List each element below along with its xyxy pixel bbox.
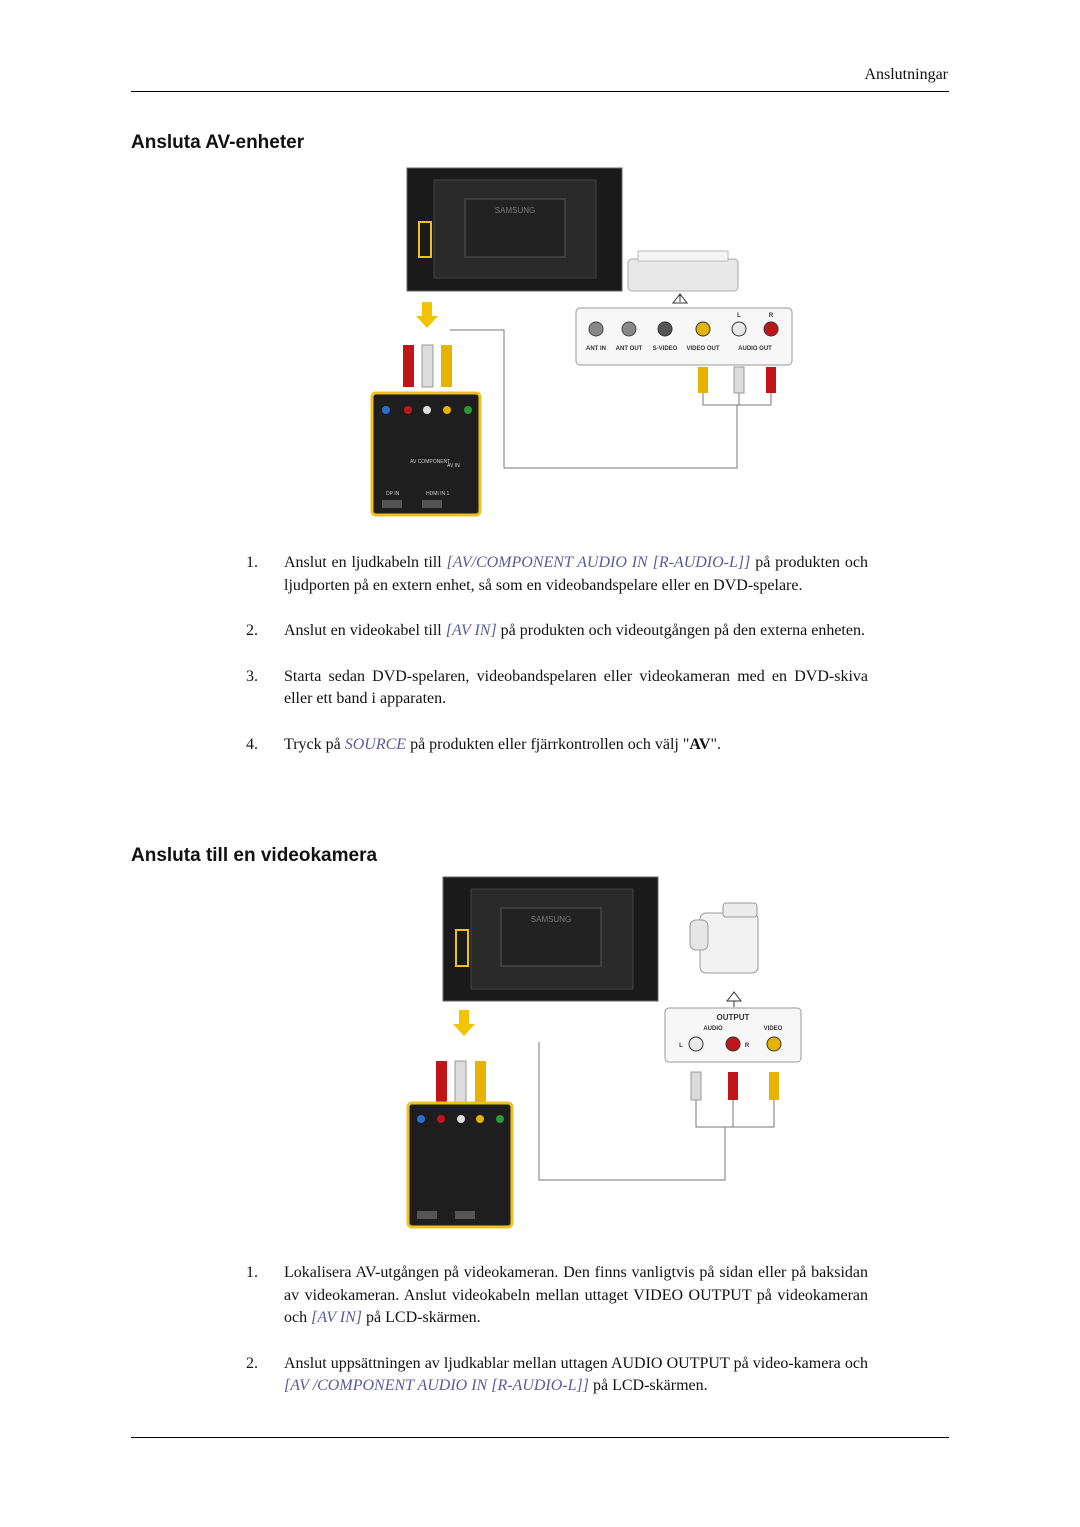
step-av-4: 4.Tryck på SOURCE på produkten eller fjä… (246, 735, 721, 753)
figure-av-connection: SAMSUNG ANT IN ANT OUT S-VIDEO VIDEO OUT… (370, 165, 800, 525)
step-av-1: 1.Anslut en ljudkabeln till [AV/COMPONEN… (246, 554, 869, 594)
step-av-3: 3.Starta sedan DVD-spelaren, videobandsp… (246, 667, 868, 708)
svg-text:S-VIDEO: S-VIDEO (653, 346, 678, 352)
svg-text:L: L (679, 1043, 683, 1049)
svg-text:VIDEO OUT: VIDEO OUT (686, 346, 719, 352)
svg-text:AUDIO OUT: AUDIO OUT (738, 346, 772, 352)
svg-text:AV COMPONENT: AV COMPONENT (410, 459, 450, 465)
steps-av: 1.Anslut en ljudkabeln till [AV/COMPONEN… (246, 552, 868, 779)
svg-text:AV IN: AV IN (447, 463, 460, 469)
section-heading-camcorder: Ansluta till en videokamera (131, 845, 378, 866)
step-cam-2: 2.Anslut uppsättningen av ljudkablar mel… (246, 1354, 868, 1395)
section-heading-av: Ansluta AV-enheter (131, 132, 305, 153)
step-av-2: 2.Anslut en videokabel till [AV IN] på p… (246, 622, 865, 639)
svg-text:OUTPUT: OUTPUT (717, 1013, 750, 1022)
brand-label-1: SAMSUNG (495, 206, 535, 215)
brand-label-2: SAMSUNG (531, 915, 571, 924)
svg-text:DP IN: DP IN (386, 491, 400, 497)
header-rule (131, 91, 949, 92)
svg-text:L: L (737, 313, 741, 319)
svg-text:VIDEO: VIDEO (764, 1026, 783, 1032)
svg-text:R: R (745, 1043, 750, 1049)
svg-text:ANT OUT: ANT OUT (616, 346, 643, 352)
svg-text:HDMI IN 1: HDMI IN 1 (426, 491, 450, 497)
figure-camcorder-connection: SAMSUNG OUTPUT AUDIO VIDEO L R (405, 875, 805, 1235)
svg-text:ANT IN: ANT IN (586, 346, 606, 352)
svg-text:AUDIO: AUDIO (703, 1026, 723, 1032)
svg-text:R: R (769, 313, 774, 319)
header-title: Anslutningar (864, 66, 948, 83)
steps-camcorder: 1.Lokalisera AV-utgången på videokameran… (246, 1262, 868, 1421)
step-cam-1: 1.Lokalisera AV-utgången på videokameran… (246, 1264, 868, 1326)
footer-rule (131, 1437, 949, 1438)
